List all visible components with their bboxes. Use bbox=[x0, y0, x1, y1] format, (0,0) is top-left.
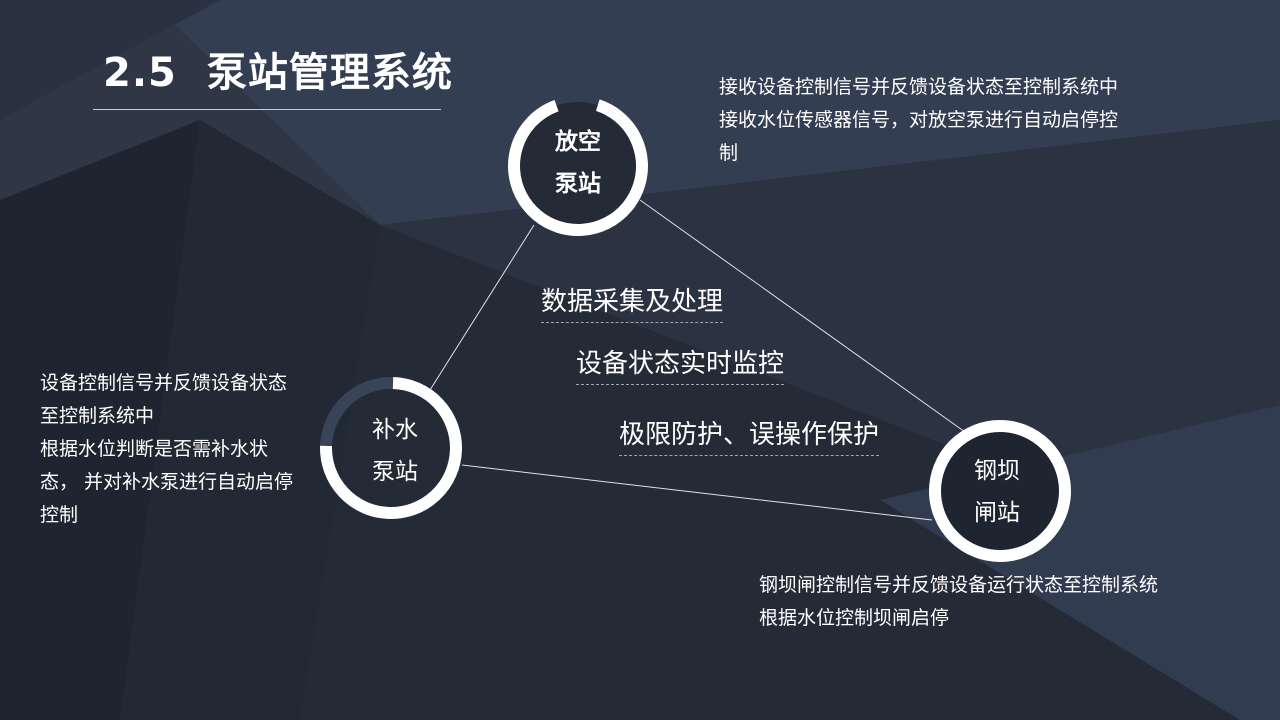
page-title: 2.5 泵站管理系统 bbox=[103, 40, 453, 98]
title-text: 泵站管理系统 bbox=[206, 50, 453, 96]
refill-station-label: 补水 泵站 bbox=[355, 409, 435, 493]
title-underline bbox=[93, 109, 441, 110]
refill-desc-line: 根据水位判断是否需补水状态， 并对补水泵进行自动启停控制 bbox=[40, 438, 294, 526]
dam-station-label: 钢坝 闸站 bbox=[957, 450, 1037, 534]
bg-shape-top-band bbox=[150, 0, 1280, 225]
vent-label-line1: 放空 bbox=[555, 129, 601, 155]
link-vent-dam bbox=[639, 199, 966, 433]
vent-node-ring bbox=[508, 96, 648, 236]
dam-label-line1: 钢坝 bbox=[974, 458, 1020, 484]
link-refill-dam bbox=[461, 464, 933, 521]
vent-label-line2: 泵站 bbox=[555, 171, 601, 197]
feature-status-monitoring: 设备状态实时监控 bbox=[576, 343, 785, 385]
feature-data-collection: 数据采集及处理 bbox=[541, 281, 724, 323]
dam-label-line2: 闸站 bbox=[974, 500, 1020, 526]
dam-desc-line: 根据水位控制坝闸启停 bbox=[759, 607, 950, 629]
refill-label-line1: 补水 bbox=[372, 417, 418, 443]
bg-shape-left bbox=[0, 120, 200, 720]
title-number: 2.5 bbox=[103, 50, 177, 96]
dam-description: 钢坝闸控制信号并反馈设备运行状态至控制系统 根据水位控制坝闸启停 bbox=[759, 569, 1219, 635]
bg-shape-corner bbox=[0, 0, 220, 120]
feature-protection: 极限防护、误操作保护 bbox=[619, 414, 880, 456]
refill-desc-line: 设备控制信号并反馈设备状态至控制系统中 bbox=[40, 372, 288, 427]
dam-node-ring bbox=[929, 420, 1071, 562]
vent-desc-line: 接收设备控制信号并反馈设备状态至控制系统中 bbox=[719, 76, 1119, 98]
vent-station-label: 放空 泵站 bbox=[538, 121, 618, 205]
refill-label-line2: 泵站 bbox=[372, 459, 418, 485]
dam-desc-line: 钢坝闸控制信号并反馈设备运行状态至控制系统 bbox=[759, 574, 1159, 596]
refill-description: 设备控制信号并反馈设备状态至控制系统中 根据水位判断是否需补水状态， 并对补水泵… bbox=[40, 367, 305, 532]
refill-node-ring bbox=[320, 377, 462, 519]
bg-shape-left-inner bbox=[120, 120, 380, 720]
link-vent-refill bbox=[429, 224, 535, 391]
vent-desc-line: 接收水位传感器信号，对放空泵进行自动启停控制 bbox=[719, 109, 1119, 164]
vent-description: 接收设备控制信号并反馈设备状态至控制系统中 接收水位传感器信号，对放空泵进行自动… bbox=[719, 71, 1124, 170]
